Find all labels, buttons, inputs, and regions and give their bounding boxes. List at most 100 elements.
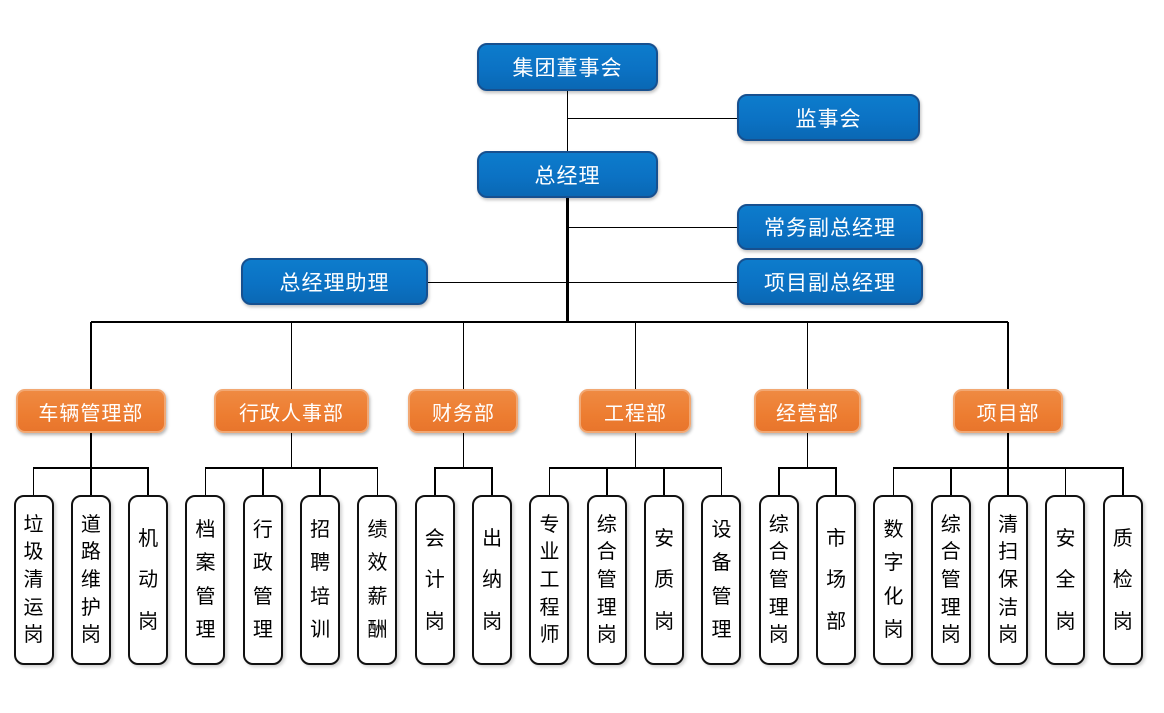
position-node: 出纳岗 [472,495,513,665]
connector-bus-to-department [462,322,465,389]
connector-bus-to-department [290,322,293,389]
connector-subbus-to-position [1007,467,1009,495]
position-label-char: 综 [768,513,789,536]
position-label-char: 招 [310,519,331,542]
position-node: 清扫保洁岗 [988,495,1029,665]
position-node: 招聘培训 [300,495,341,665]
connector-subbus-to-position [262,467,264,495]
position-label-char: 培 [310,585,331,608]
position-label-char: 薪 [367,585,388,608]
position-label-char: 训 [310,618,331,641]
department-node: 财务部 [408,389,519,433]
position-label-char: 管 [711,585,732,608]
position-label-char: 化 [883,585,904,608]
connector-bus-to-department [634,322,637,389]
position-label-char: 设 [711,519,732,542]
connector-subbus-to-position [90,467,92,495]
position-label-char: 综 [596,513,617,536]
connector-subbus [778,467,837,469]
position-label-char: 效 [367,552,388,575]
position-label-char: 合 [768,541,789,564]
node-project-deputy-gm: 项目副总经理 [737,258,923,305]
position-label-char: 行 [252,519,273,542]
position-label-char: 清 [998,513,1019,536]
position-label-char: 备 [711,552,732,575]
connector-assistant-and-project-deputy [428,281,737,283]
position-label-char: 管 [596,568,617,591]
position-label-char: 理 [596,596,617,619]
position-label-char: 岗 [138,610,159,633]
position-node: 机动岗 [128,495,169,665]
connector-subbus-to-position [663,467,665,495]
position-label-char: 管 [195,585,216,608]
position-node: 设备管理 [701,495,742,665]
position-label-char: 数 [883,519,904,542]
connector-department-to-subbus [634,433,637,467]
position-label-char: 部 [826,610,847,633]
position-node: 安质岗 [644,495,685,665]
connector-main-bus [90,321,1009,323]
position-label-char: 业 [539,541,560,564]
position-label-char: 岗 [768,624,789,647]
position-label-char: 岗 [424,610,445,633]
position-label-char: 运 [23,596,44,619]
connector-to-supervisory-board [567,117,737,119]
position-label-char: 检 [1112,569,1133,591]
connector-bus-to-department [806,322,809,389]
connector-subbus-to-position [1064,467,1067,495]
position-node: 安全岗 [1045,495,1086,665]
position-label-char: 纳 [482,569,503,591]
position-label-char: 全 [1055,569,1076,591]
department-node: 工程部 [579,389,692,433]
position-label-char: 岗 [654,610,675,633]
position-node: 数字化岗 [873,495,914,665]
connector-to-executive-deputy-gm [567,226,737,228]
position-label-char: 聘 [310,552,331,575]
connector-department-to-subbus [1007,433,1009,467]
position-label-char: 安 [1055,527,1076,550]
connector-subbus-to-position [434,467,436,495]
connector-subbus-to-position [835,467,837,495]
connector-subbus-to-position [319,467,321,495]
position-node: 行政管理 [242,495,283,665]
position-label-char: 管 [252,585,273,608]
connector-department-to-subbus [462,433,465,467]
position-label-char: 岗 [23,624,44,647]
position-label-char: 护 [80,596,101,619]
position-label-char: 字 [883,552,904,575]
connector-subbus-to-position [606,467,608,495]
position-label-char: 管 [940,568,961,591]
position-label-char: 路 [80,541,101,564]
connector-subbus-to-position [376,467,379,495]
position-label-char: 合 [940,541,961,564]
position-node: 专业工程师 [529,495,570,665]
connector-subbus-to-position [1122,467,1124,495]
position-label-char: 机 [138,527,159,550]
position-label-char: 维 [80,568,101,591]
position-label-char: 圾 [23,541,44,564]
connector-subbus-to-position [778,467,780,495]
position-label-char: 会 [424,527,445,550]
position-label-char: 岗 [1055,610,1076,633]
position-label-char: 岗 [482,610,503,633]
position-node: 道路维护岗 [70,495,111,665]
position-label-char: 档 [195,519,216,542]
connector-bus-to-department [1007,322,1009,389]
position-label-char: 岗 [940,624,961,647]
position-label-char: 安 [654,527,675,550]
node-general-manager: 总经理 [477,151,658,198]
position-label-char: 岗 [883,618,904,641]
connector-department-to-subbus [90,433,92,467]
node-board-of-directors: 集团董事会 [477,43,658,91]
position-label-char: 政 [252,552,273,575]
connector-subbus-to-position [950,467,952,495]
position-label-char: 清 [23,568,44,591]
connector-subbus-to-position [892,467,895,495]
position-node: 档案管理 [185,495,226,665]
position-label-char: 绩 [367,519,388,542]
position-label-char: 岗 [1112,610,1133,633]
position-label-char: 垃 [23,513,44,536]
position-label-char: 出 [482,527,503,550]
position-node: 垃圾清运岗 [13,495,54,665]
